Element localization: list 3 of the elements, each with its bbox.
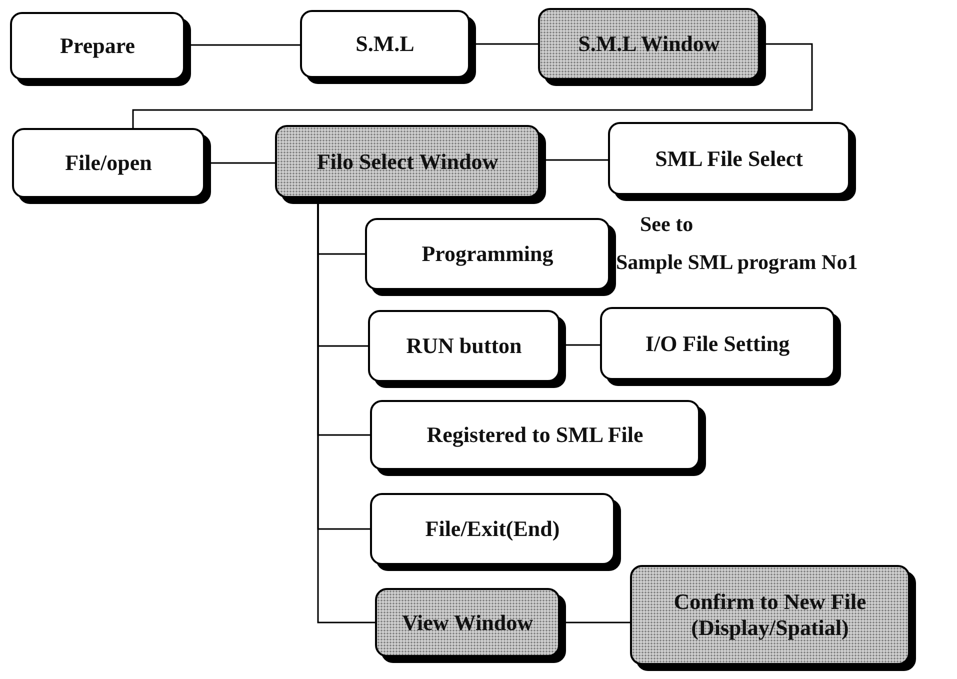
connector-line bbox=[132, 43, 813, 128]
note-text: Sample SML program No1 bbox=[616, 250, 858, 275]
note-text: See to bbox=[640, 212, 694, 237]
